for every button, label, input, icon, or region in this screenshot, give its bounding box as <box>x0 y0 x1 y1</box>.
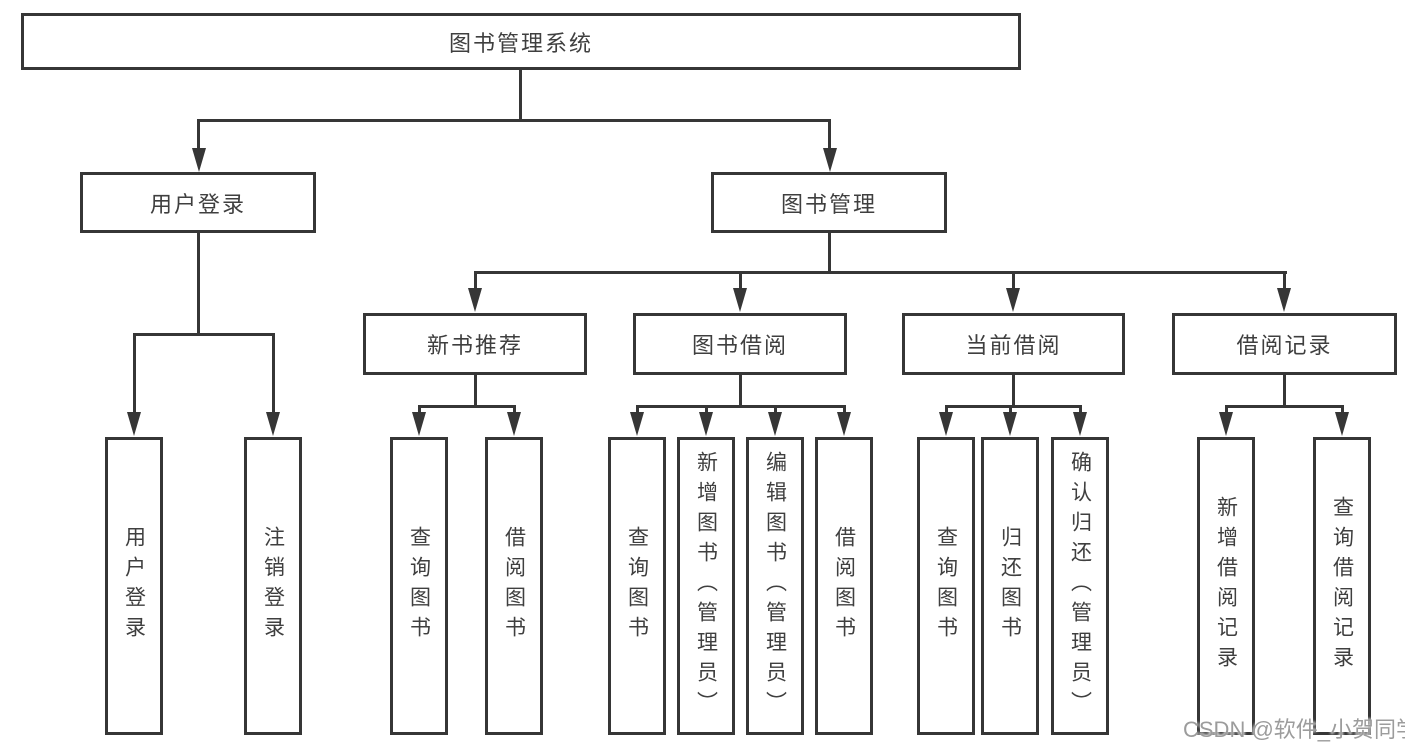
node-label: 图书借阅 <box>691 333 788 358</box>
node-new-book-recommend: 新书推荐 <box>363 313 587 375</box>
connector-arrow-down-icon <box>733 288 747 312</box>
leaf-label: 归还图书 <box>998 526 1022 646</box>
connector-vline <box>774 405 777 414</box>
leaf-label: 查询图书 <box>407 526 431 646</box>
leaf-borrow-books: 借阅图书 <box>815 437 873 735</box>
connector-vline <box>1079 405 1082 414</box>
leaf-label: 注销登录 <box>261 526 285 646</box>
leaf-label: 查询图书 <box>625 526 649 646</box>
connector-vline <box>843 405 846 414</box>
connector-hline <box>133 333 275 336</box>
connector-vline <box>418 405 421 414</box>
connector-vline <box>474 375 477 405</box>
connector-vline <box>133 333 136 414</box>
node-book-management: 图书管理 <box>711 172 947 233</box>
connector-vline <box>705 405 708 414</box>
connector-vline <box>1225 405 1228 414</box>
node-label: 当前借阅 <box>965 333 1062 358</box>
leaf-label: 用户登录 <box>122 526 146 646</box>
leaf-query-books-newbook: 查询图书 <box>390 437 448 735</box>
connector-vline <box>739 271 742 290</box>
leaf-borrow-books-newbook: 借阅图书 <box>485 437 543 735</box>
connector-arrow-down-icon <box>768 412 782 436</box>
connector-arrow-down-icon <box>1006 288 1020 312</box>
connector-arrow-down-icon <box>266 412 280 436</box>
leaf-user-login: 用户登录 <box>105 437 163 735</box>
leaf-query-borrow-record: 查询借阅记录 <box>1313 437 1371 735</box>
connector-vline <box>1283 271 1286 290</box>
leaf-confirm-return-admin: 确认归还（管理员） <box>1051 437 1109 735</box>
node-user-login: 用户登录 <box>80 172 316 233</box>
leaf-edit-books-admin: 编辑图书（管理员） <box>746 437 804 735</box>
connector-arrow-down-icon <box>1073 412 1087 436</box>
leaf-label: 借阅图书 <box>502 526 526 646</box>
connector-arrow-down-icon <box>699 412 713 436</box>
connector-vline <box>1012 375 1015 405</box>
node-label: 新书推荐 <box>426 333 523 358</box>
connector-vline <box>197 233 200 333</box>
connector-vline <box>1341 405 1344 414</box>
connector-hline <box>945 405 1082 408</box>
connector-arrow-down-icon <box>127 412 141 436</box>
connector-arrow-down-icon <box>1219 412 1233 436</box>
leaf-label: 新增图书（管理员） <box>694 451 718 721</box>
connector-arrow-down-icon <box>412 412 426 436</box>
node-label: 图书管理系统 <box>448 30 593 56</box>
watermark: CSDN @软件_小贺同学 <box>1183 717 1405 742</box>
connector-vline <box>828 233 831 271</box>
node-label: 图书管理 <box>780 191 877 217</box>
node-borrow-record: 借阅记录 <box>1172 313 1397 375</box>
leaf-add-borrow-record: 新增借阅记录 <box>1197 437 1255 735</box>
leaf-return-books: 归还图书 <box>981 437 1039 735</box>
connector-hline <box>418 405 516 408</box>
connector-vline <box>739 375 742 405</box>
leaf-logout: 注销登录 <box>244 437 302 735</box>
connector-arrow-down-icon <box>468 288 482 312</box>
connector-vline <box>1009 405 1012 414</box>
connector-vline <box>1283 375 1286 405</box>
connector-vline <box>828 119 831 150</box>
node-book-borrow: 图书借阅 <box>633 313 847 375</box>
connector-vline <box>636 405 639 414</box>
connector-vline <box>272 333 275 414</box>
leaf-label: 编辑图书（管理员） <box>763 451 787 721</box>
leaf-label: 查询借阅记录 <box>1330 496 1354 676</box>
connector-vline <box>1012 271 1015 290</box>
leaf-query-books-borrow: 查询图书 <box>608 437 666 735</box>
node-label: 用户登录 <box>149 191 246 217</box>
connector-arrow-down-icon <box>837 412 851 436</box>
leaf-label: 借阅图书 <box>832 526 856 646</box>
connector-arrow-down-icon <box>507 412 521 436</box>
node-library-system: 图书管理系统 <box>21 13 1021 70</box>
connector-arrow-down-icon <box>1003 412 1017 436</box>
connector-arrow-down-icon <box>939 412 953 436</box>
leaf-label: 确认归还（管理员） <box>1068 451 1092 721</box>
connector-hline <box>1225 405 1344 408</box>
leaf-label: 新增借阅记录 <box>1214 496 1238 676</box>
connector-vline <box>197 119 200 150</box>
connector-arrow-down-icon <box>630 412 644 436</box>
connector-arrow-down-icon <box>192 148 206 172</box>
leaf-label: 查询图书 <box>934 526 958 646</box>
connector-vline <box>519 70 522 119</box>
connector-arrow-down-icon <box>1335 412 1349 436</box>
node-label: 借阅记录 <box>1236 333 1333 358</box>
leaf-add-books-admin: 新增图书（管理员） <box>677 437 735 735</box>
connector-arrow-down-icon <box>823 148 837 172</box>
connector-hline <box>197 119 831 122</box>
connector-vline <box>945 405 948 414</box>
connector-hline <box>636 405 846 408</box>
connector-vline <box>474 271 477 290</box>
node-current-borrow: 当前借阅 <box>902 313 1125 375</box>
connector-vline <box>513 405 516 414</box>
connector-arrow-down-icon <box>1277 288 1291 312</box>
connector-hline <box>474 271 1287 274</box>
leaf-query-books-current: 查询图书 <box>917 437 975 735</box>
